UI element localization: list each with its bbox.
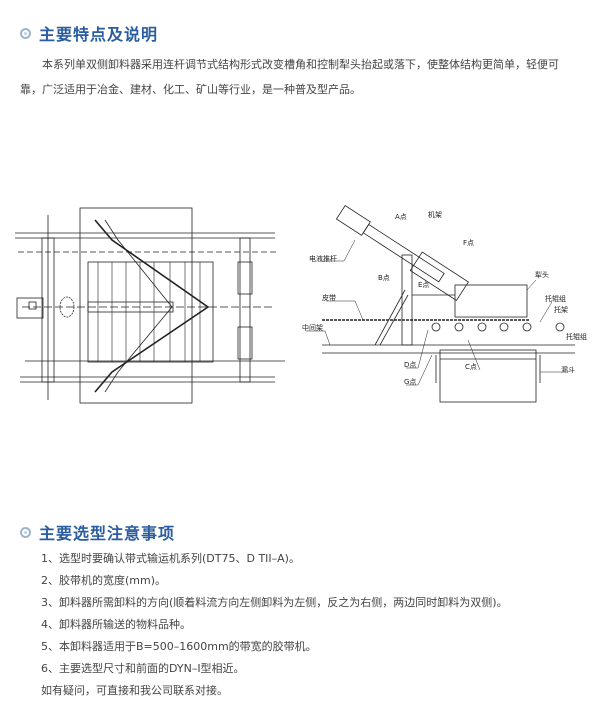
plan-view-drawing [15,207,285,404]
contact-note: 如有疑问，可直接和我公司联系对接。 [41,684,228,697]
label-idler-group: 托辊组 [566,332,587,341]
list-item: 1、选型时要确认带式输运机系列(DT75、D TII–A)。 [41,552,300,565]
elevation-view-drawing [322,205,575,403]
idler-rollers [431,322,565,332]
label-point-f: F点 [463,239,474,247]
label-bracket: 托架 [554,305,568,314]
label-idler-group: 托辊组 [545,294,566,303]
circle-bullet-icon [20,27,31,39]
label-belt: 皮带 [322,293,336,302]
section-heading-selection: 主要选型注意事项 [20,520,175,544]
list-item: 3、卸料器所需卸料的方向(顺着料流方向左侧卸料为左侧，反之为右侧，两边同时卸料为… [41,596,508,609]
label-plow-head: 犁头 [535,270,549,279]
label-point-d: D点 [404,361,416,369]
section-title: 主要特点及说明 [39,25,159,44]
diagram-leader-lines [306,239,561,386]
list-item: 4、卸料器所输送的物料品种。 [41,618,191,631]
list-item: 5、本卸料器适用于B=500–1600mm的带宽的胶带机。 [41,640,317,653]
label-push-rod: 电液推杆 [309,254,337,263]
section-heading-features: 主要特点及说明 [20,21,158,45]
label-frame: 机架 [428,210,442,219]
list-item: 2、胶带机的宽度(mm)。 [41,574,167,587]
label-point-e: E点 [418,281,429,289]
label-point-g: G点 [404,378,416,386]
label-point-b: B点 [378,274,390,282]
label-point-c: C点 [465,363,477,371]
description-paragraph: 本系列单双侧卸料器采用连杆调节式结构形式改变槽角和控制犁头抬起或落下，使整体结构… [20,58,559,96]
selection-notes-list: 1、选型时要确认带式输运机系列(DT75、D TII–A)。 2、胶带机的宽度(… [41,548,508,702]
circle-bullet-icon [20,526,31,538]
label-point-a: A点 [395,213,407,221]
label-middle-frame: 中间架 [302,323,323,332]
label-hopper: 漏斗 [561,365,575,374]
section-title: 主要选型注意事项 [39,524,176,543]
list-item: 6、主要选型尺寸和前面的DYN–I型相近。 [41,662,245,675]
